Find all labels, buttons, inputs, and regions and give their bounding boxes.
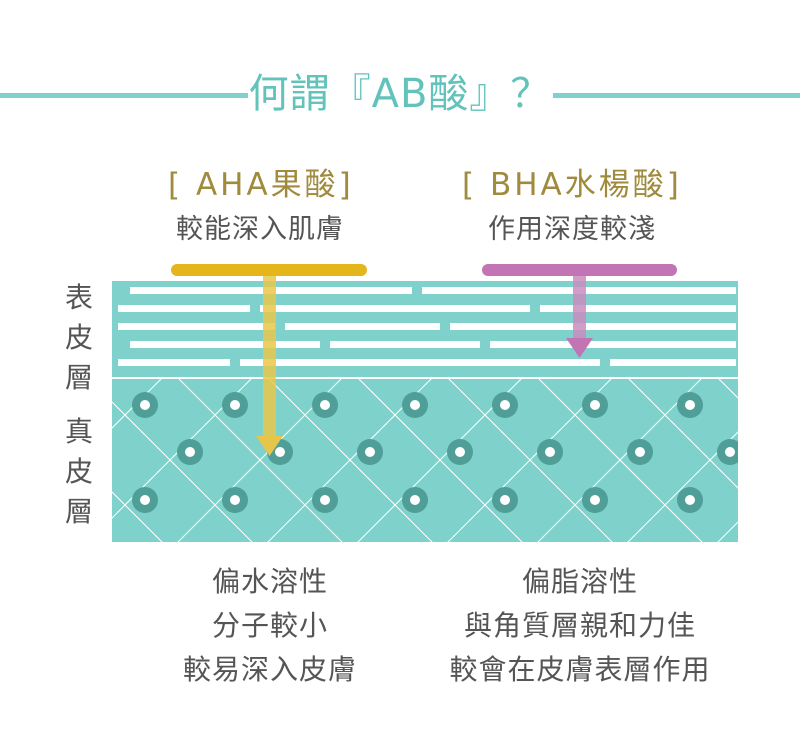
epidermis-cell [285, 323, 440, 330]
epidermis-cell [240, 359, 600, 366]
epidermis-cell [118, 323, 275, 330]
bha-property-2: 與角質層親和力佳 [400, 604, 760, 648]
epidermis-cell [130, 341, 320, 348]
aha-property-3: 較易深入皮膚 [90, 648, 450, 692]
aha-property-2: 分子較小 [90, 604, 450, 648]
aha-property-1: 偏水溶性 [90, 560, 450, 604]
epidermis-cell [118, 305, 250, 312]
epidermis-cell [610, 359, 736, 366]
epidermis-cell [118, 359, 230, 366]
bha-property-3: 較會在皮膚表層作用 [400, 648, 760, 692]
bha-property-1: 偏脂溶性 [400, 560, 760, 604]
bha-properties: 偏脂溶性 與角質層親和力佳 較會在皮膚表層作用 [400, 560, 760, 692]
epidermis-cell [540, 305, 736, 312]
epidermis-cell [450, 323, 736, 330]
epidermis-cell [490, 341, 736, 348]
epidermis-cell [260, 305, 530, 312]
aha-properties: 偏水溶性 分子較小 較易深入皮膚 [90, 560, 450, 692]
epidermis-cell [330, 341, 480, 348]
